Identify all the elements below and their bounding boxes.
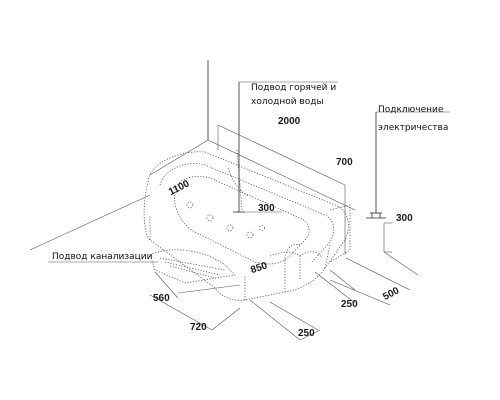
dim-300-water: 300 [258,203,275,214]
dim-500-line [329,251,419,306]
tub-right-panel [329,204,351,263]
dim-250-bottom-line [249,299,321,341]
dim-720-line [149,294,241,331]
bathtub-body [143,149,349,301]
dim-560: 560 [153,293,170,304]
label-hot-cold-water-1: Подвод горячей и [251,83,336,93]
label-electricity-2: электричества [378,123,448,133]
floor-guide-right [207,139,356,211]
dim-2000-line [217,124,346,205]
label-hot-cold-water-2: холодной воды [251,97,324,107]
label-electricity-1: Подключение [378,105,444,115]
floor-guide-left [149,139,209,176]
drain-box [149,249,236,284]
dim-300-electric-line [383,222,392,253]
floor-guide-far-left [29,194,151,251]
dim-2000: 2000 [278,116,301,127]
electric-socket [366,112,386,219]
dim-700: 700 [336,157,353,168]
dim-300-electric: 300 [396,213,413,224]
dim-560-line [154,271,241,299]
dim-720: 720 [190,322,207,333]
dim-250-right: 250 [341,299,358,310]
dim-1100: 1100 [167,178,192,198]
label-drain: Подвод канализации [52,252,153,262]
dim-250-right-line [314,269,356,304]
dim-250-bottom: 250 [298,328,315,339]
dim-850: 850 [249,260,269,276]
dim-500: 500 [381,285,401,303]
